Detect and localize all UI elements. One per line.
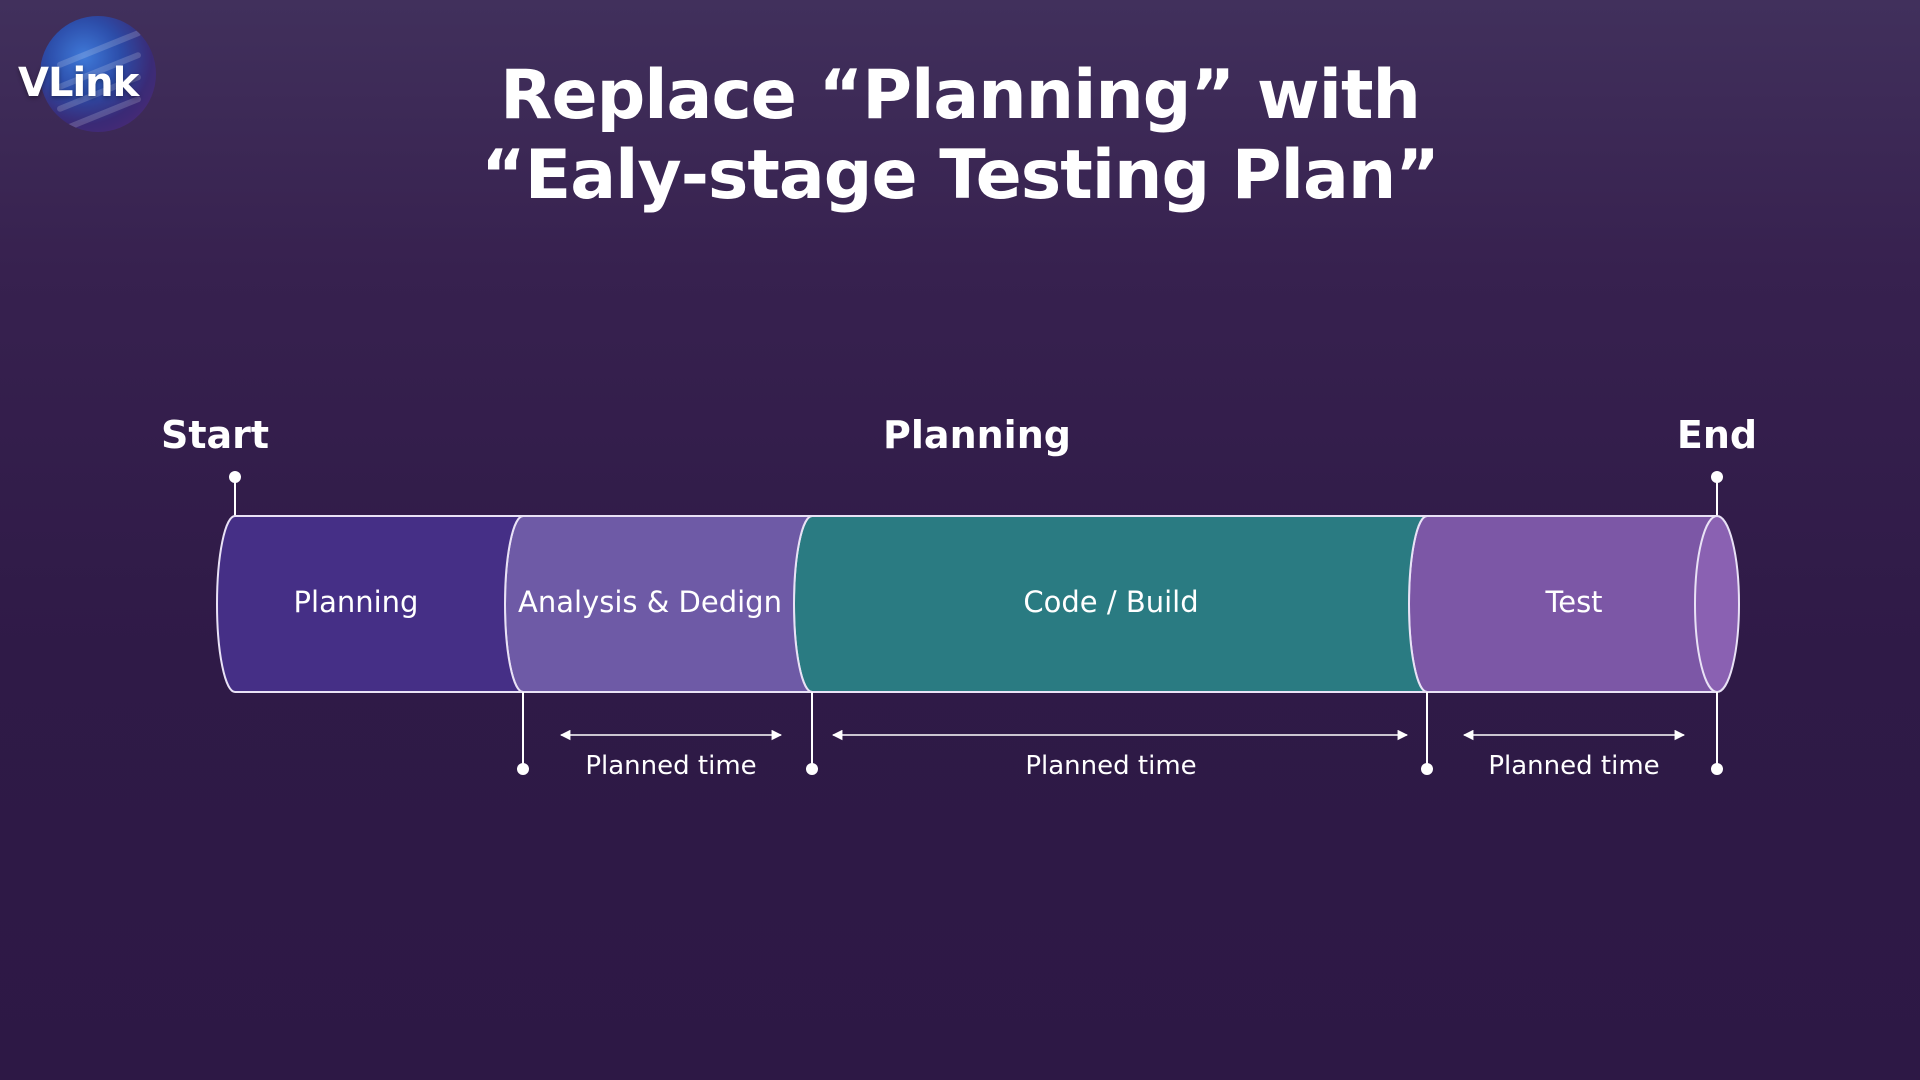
- end-label: End: [1677, 413, 1757, 457]
- boundary-pin-2-dot: [806, 763, 818, 775]
- segment-code-build-label: Code / Build: [1023, 585, 1198, 619]
- title-line-2: “Ealy-stage Testing Plan”: [481, 136, 1440, 215]
- start-label: Start: [161, 413, 269, 457]
- segment-test-label: Test: [1544, 585, 1602, 619]
- logo-text: VLink: [18, 60, 139, 106]
- middle-planning-label: Planning: [883, 413, 1071, 457]
- title-line-1: Replace “Planning” with: [500, 56, 1421, 135]
- segment-analysis-design-label: Analysis & Dedign: [518, 585, 782, 619]
- boundary-pin-1-dot: [517, 763, 529, 775]
- end-pin-dot: [1711, 471, 1723, 483]
- segment-planning-label: Planning: [294, 585, 419, 619]
- globe-icon: [40, 16, 156, 132]
- duration-label-test: Planned time: [1488, 751, 1659, 781]
- duration-label-code: Planned time: [1025, 751, 1196, 781]
- boundary-pin-3-dot: [1421, 763, 1433, 775]
- boundary-pin-4-dot: [1711, 763, 1723, 775]
- start-pin-dot: [229, 471, 241, 483]
- vlink-logo: VLink: [18, 16, 178, 136]
- segment-test-endcap: [1694, 515, 1740, 693]
- page-title: Replace “Planning” with “Ealy-stage Test…: [0, 56, 1920, 216]
- duration-label-analysis: Planned time: [585, 751, 756, 781]
